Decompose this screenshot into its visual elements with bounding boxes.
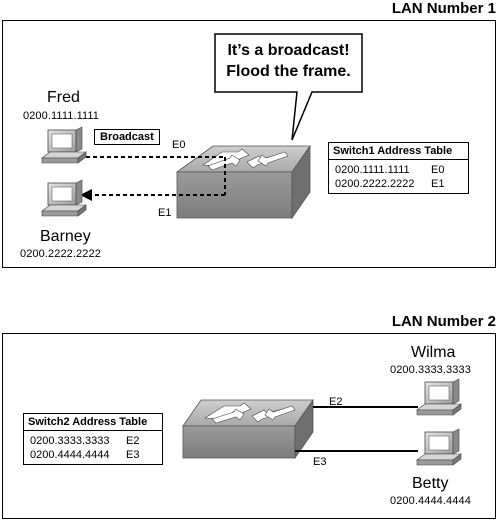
callout-text: It’s a broadcast! Flood the frame. [217, 40, 360, 82]
fred-mac: 0200.1111.1111 [23, 110, 100, 122]
barney-name: Barney [40, 228, 91, 245]
table-cell-port: E0 [431, 164, 445, 176]
flood-arrow-icon [80, 189, 92, 201]
table-row: 0200.3333.3333 E2 [24, 434, 162, 448]
port-e1: E1 [158, 207, 172, 219]
betty-name: Betty [412, 475, 449, 492]
betty-mac: 0200.4444.4444 [390, 495, 471, 507]
callout-line-1: It’s a broadcast! [227, 42, 350, 59]
table-cell-port: E1 [431, 178, 445, 190]
table-row: 0200.2222.2222 E1 [329, 177, 468, 191]
table-cell-port: E3 [126, 449, 140, 461]
table-row: 0200.1111.1111 E0 [329, 163, 468, 177]
port-e0: E0 [172, 139, 186, 151]
switch1-address-table: Switch1 Address Table 0200.1111.1111 E0 … [328, 142, 469, 194]
switch2-address-table: Switch2 Address Table 0200.3333.3333 E2 … [23, 413, 163, 465]
lan1-title: LAN Number 1 [391, 0, 496, 17]
table-row: 0200.4444.4444 E3 [24, 448, 162, 462]
wilma-mac: 0200.3333.3333 [390, 364, 471, 376]
betty-pc-icon [416, 428, 462, 466]
table-cell-mac: 0200.3333.3333 [30, 435, 110, 447]
fred-link [80, 156, 226, 201]
callout-bubble [214, 33, 363, 141]
barney-pc-icon [41, 179, 87, 217]
table-cell-mac: 0200.1111.1111 [335, 164, 410, 176]
fred-name: Fred [47, 89, 80, 106]
barney-mac: 0200.2222.2222 [20, 248, 101, 260]
port-e3: E3 [313, 456, 327, 468]
switch1-table-title: Switch1 Address Table [329, 143, 468, 160]
broadcast-label: Broadcast [94, 129, 160, 145]
port-e2: E2 [329, 396, 343, 408]
table-cell-mac: 0200.2222.2222 [335, 178, 415, 190]
switch1-icon [175, 144, 311, 220]
table-cell-mac: 0200.4444.4444 [30, 449, 110, 461]
wilma-pc-icon [416, 378, 462, 416]
lan1-panel [2, 20, 496, 268]
table-cell-port: E2 [126, 435, 140, 447]
fred-pc-icon [41, 126, 87, 164]
switch2-icon [182, 398, 314, 460]
lan2-title: LAN Number 2 [391, 313, 496, 330]
switch2-table-title: Switch2 Address Table [24, 414, 162, 431]
wilma-name: Wilma [411, 344, 456, 361]
callout-line-2: Flood the frame. [226, 63, 351, 80]
lan2-panel [2, 333, 496, 519]
